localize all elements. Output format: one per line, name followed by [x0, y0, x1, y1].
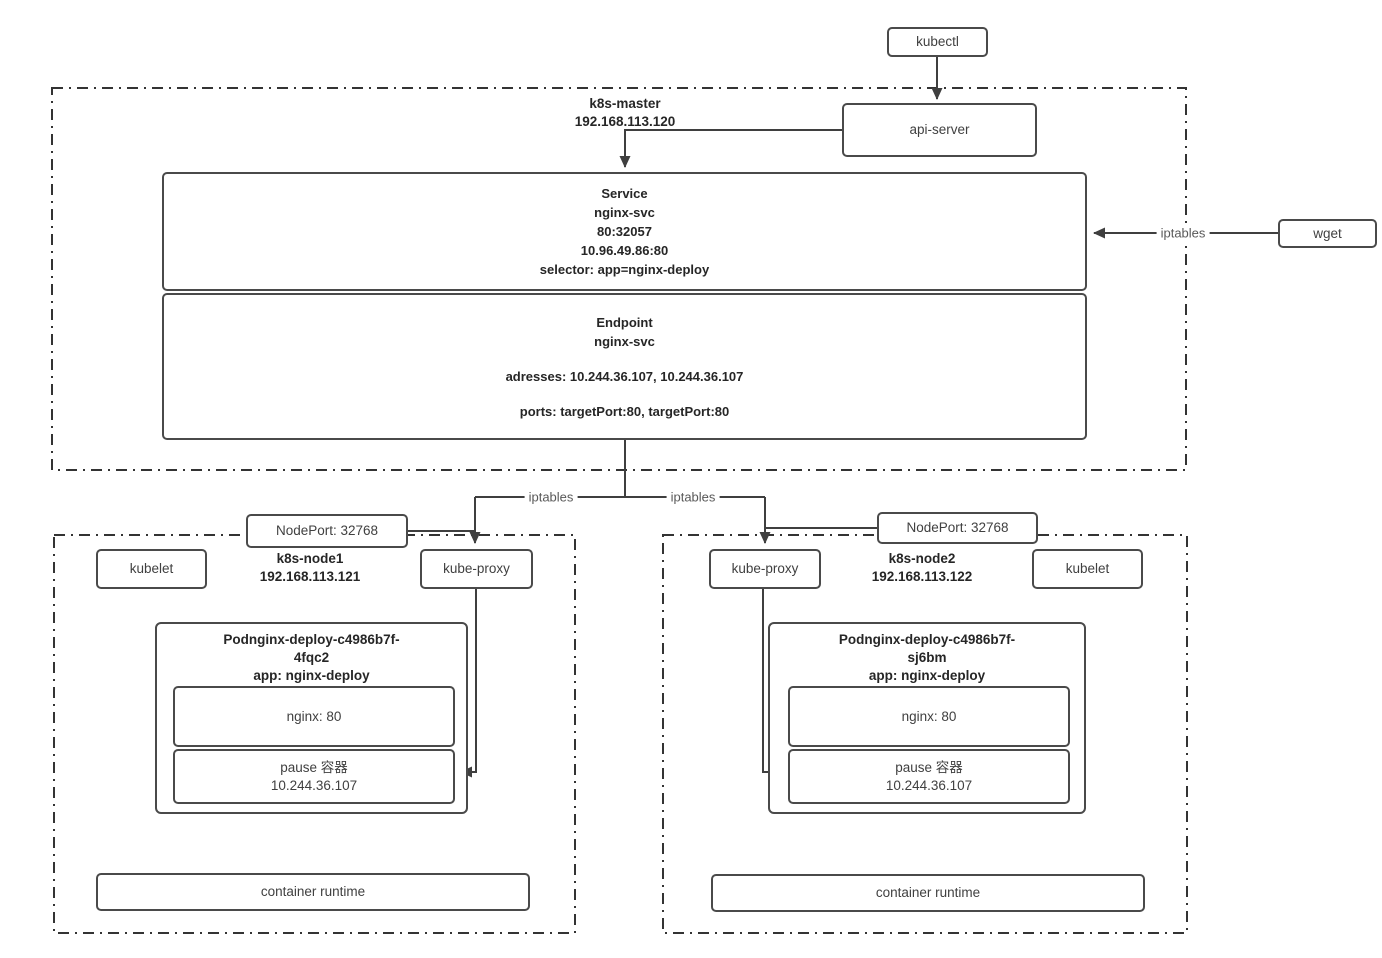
node2-container-runtime-label: container runtime	[875, 885, 981, 900]
wget-box: wget	[1278, 219, 1377, 248]
iptables-label-node1: iptables	[524, 489, 578, 505]
node1-nginx-label: nginx: 80	[286, 708, 342, 724]
node1-ip: 192.168.113.121	[259, 569, 361, 584]
master-boundary	[51, 87, 1187, 471]
node2-nginx-container-box: nginx: 80	[788, 686, 1070, 747]
nodeport2-label: NodePort: 32768	[906, 520, 1009, 535]
node2-pause-container-box: pause 容器 10.244.36.107	[788, 749, 1070, 804]
node2-pause-ip: 10.244.36.107	[885, 777, 973, 793]
node2-nginx-label: nginx: 80	[901, 708, 957, 724]
nodeport1-label: NodePort: 32768	[275, 523, 379, 538]
endpoint-box: Endpoint nginx-svc adresses: 10.244.36.1…	[162, 293, 1087, 440]
iptables-label-wget: iptables	[1156, 225, 1210, 241]
node2-pod-title: Podnginx-deploy-c4986b7f- sj6bm app: ngi…	[770, 624, 1084, 685]
service-port-mapping: 80:32057	[597, 224, 652, 239]
node1-pod-name-line2: 4fqc2	[293, 650, 330, 665]
master-label: k8s-master 192.168.113.120	[545, 95, 705, 131]
endpoint-addresses: adresses: 10.244.36.107, 10.244.36.107	[505, 368, 744, 384]
service-name: nginx-svc	[594, 205, 655, 220]
kubectl-label: kubectl	[916, 34, 959, 49]
node2-pod-name-line1: Podnginx-deploy-c4986b7f-	[838, 632, 1016, 647]
node2-kube-proxy-label: kube-proxy	[731, 561, 799, 576]
iptables-label-node2: iptables	[666, 489, 720, 505]
node1-kube-proxy-box: kube-proxy	[420, 549, 533, 589]
api-server-label: api-server	[909, 122, 970, 137]
endpoint-name: nginx-svc	[594, 333, 655, 349]
node1-container-runtime-label: container runtime	[260, 884, 366, 899]
node1-pause-ip: 10.244.36.107	[270, 777, 358, 793]
node2-pod-box: Podnginx-deploy-c4986b7f- sj6bm app: ngi…	[768, 622, 1086, 814]
service-cluster-ip: 10.96.49.86:80	[580, 243, 669, 258]
node2-boundary	[662, 534, 1188, 934]
kubectl-box: kubectl	[887, 27, 988, 57]
node2-kube-proxy-box: kube-proxy	[709, 549, 821, 589]
api-server-box: api-server	[842, 103, 1037, 157]
node2-pause-label: pause 容器	[895, 759, 963, 775]
node1-pause-label: pause 容器	[280, 759, 348, 775]
node1-container-runtime-box: container runtime	[96, 873, 530, 911]
nodeport1-box: NodePort: 32768	[246, 514, 408, 548]
node2-pod-app-label: app: nginx-deploy	[868, 668, 986, 683]
service-title: Service	[601, 186, 648, 201]
node2-kubelet-box: kubelet	[1032, 549, 1143, 589]
node2-pod-name-line2: sj6bm	[907, 650, 947, 665]
master-ip: 192.168.113.120	[574, 114, 676, 129]
node2-ip: 192.168.113.122	[871, 569, 973, 584]
master-name: k8s-master	[589, 96, 661, 111]
node1-name: k8s-node1	[276, 551, 344, 566]
line-endpoint-split	[475, 440, 765, 498]
nodeport2-box: NodePort: 32768	[877, 512, 1038, 544]
node1-nginx-container-box: nginx: 80	[173, 686, 455, 747]
wget-label: wget	[1313, 225, 1342, 241]
arrow-apiserver-to-service	[619, 129, 842, 168]
node1-pod-title: Podnginx-deploy-c4986b7f- 4fqc2 app: ngi…	[157, 624, 466, 685]
node1-pod-box: Podnginx-deploy-c4986b7f- 4fqc2 app: ngi…	[155, 622, 468, 814]
node1-pod-app-label: app: nginx-deploy	[253, 668, 370, 683]
node2-container-runtime-box: container runtime	[711, 874, 1145, 912]
node1-label: k8s-node1 192.168.113.121	[230, 550, 390, 586]
node1-pause-container-box: pause 容器 10.244.36.107	[173, 749, 455, 804]
node2-kubelet-label: kubelet	[1065, 561, 1110, 576]
node2-name: k8s-node2	[888, 551, 956, 566]
service-box: Service nginx-svc 80:32057 10.96.49.86:8…	[162, 172, 1087, 291]
node1-pod-name-line1: Podnginx-deploy-c4986b7f-	[223, 632, 400, 647]
service-selector: selector: app=nginx-deploy	[539, 262, 710, 277]
node1-kubelet-box: kubelet	[96, 549, 207, 589]
endpoint-ports: ports: targetPort:80, targetPort:80	[519, 403, 730, 419]
node1-kubelet-label: kubelet	[129, 561, 174, 576]
node2-label: k8s-node2 192.168.113.122	[842, 550, 1002, 586]
endpoint-title: Endpoint	[596, 314, 653, 330]
node1-kube-proxy-label: kube-proxy	[443, 561, 510, 576]
